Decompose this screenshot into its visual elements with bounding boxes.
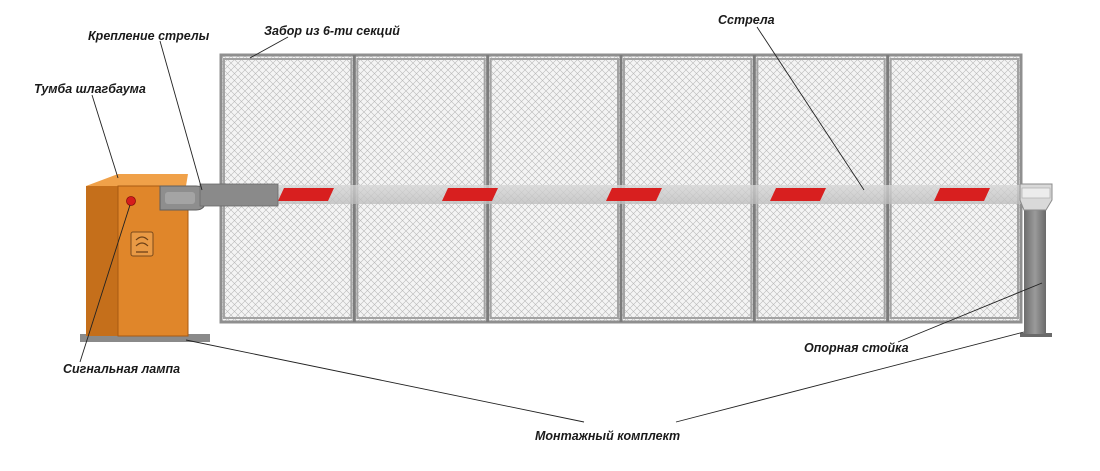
boom-reflector <box>934 188 990 201</box>
signal-lamp <box>126 196 136 206</box>
leader-line <box>185 339 585 423</box>
boom-mount <box>159 183 279 211</box>
leader-line <box>91 94 119 179</box>
label-mounting-kit: Монтажный комплект <box>535 429 681 443</box>
leader-line <box>79 204 131 363</box>
label-boom: Сстрела <box>718 13 775 27</box>
leader-line <box>249 36 289 59</box>
leader-line <box>159 40 203 191</box>
logo-icon <box>130 231 154 257</box>
boom-reflector <box>278 188 334 201</box>
boom-arm <box>200 185 1022 204</box>
barrier-cabinet <box>80 174 210 342</box>
support-post <box>1019 183 1053 337</box>
leader-line <box>756 26 865 191</box>
boom-reflector <box>606 188 662 201</box>
label-signal-lamp: Сигнальная лампа <box>63 362 181 376</box>
boom-reflector <box>770 188 826 201</box>
leader-lines <box>79 26 1043 423</box>
label-fence: Забор из 6-ти секций <box>264 24 400 38</box>
label-cabinet: Тумба шлагбаума <box>34 82 146 96</box>
label-boom-mount: Крепление стрелы <box>88 29 210 43</box>
boom-reflector <box>442 188 498 201</box>
leader-line <box>897 282 1043 343</box>
label-support-post: Опорная стойка <box>804 341 909 355</box>
leader-line <box>675 331 1025 423</box>
